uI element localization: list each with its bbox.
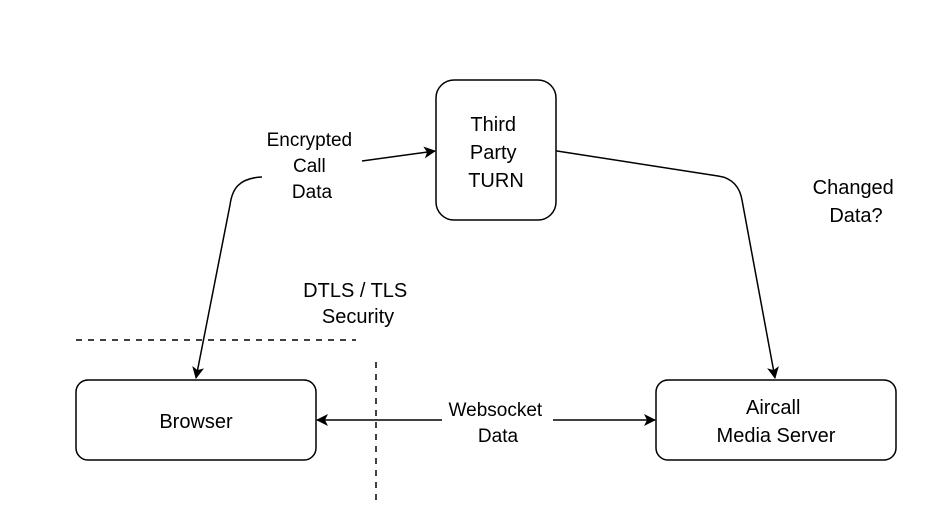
changed-data-annotation: Changed Data? [813,177,900,227]
encrypted-label-line-2: Call [293,156,326,177]
third-party-turn-node: Third Party TURN [435,79,557,221]
turn-server-edge [545,143,779,379]
browser-node: Browser [75,379,317,461]
encrypted-label-line-1: Encrypted [267,130,353,151]
aircall-media-server-node: Aircall Media Server [655,379,897,461]
changed-data-line-2: Data? [829,205,882,227]
turn-label-line-1: Third [470,114,516,136]
changed-data-line-1: Changed [813,177,894,199]
svg-text:Third Party TURN: Third Party TURN [468,114,524,192]
security-annotation: DTLS / TLS Security [303,280,413,328]
browser-turn-edge [192,176,263,379]
turn-label-line-2: Party [470,142,517,164]
turn-label-line-3: TURN [468,170,524,192]
security-line-2: Security [322,306,394,328]
media-server-label-line-2: Media Server [717,425,836,447]
browser-turn-edge-upper [361,146,436,162]
svg-text:Browser: Browser [159,411,233,433]
encrypted-call-data-label: Encrypted Call Data [267,130,358,203]
security-line-1: DTLS / TLS [303,280,407,302]
browser-label: Browser [159,411,233,433]
websocket-label-line-1: Websocket [449,400,543,421]
media-server-label-line-1: Aircall [746,397,800,419]
encrypted-label-line-3: Data [292,182,333,203]
websocket-data-label: Websocket Data [449,400,548,447]
svg-text:Aircall Media Server: Aircall Media Server [717,397,836,447]
websocket-label-line-2: Data [478,426,519,447]
